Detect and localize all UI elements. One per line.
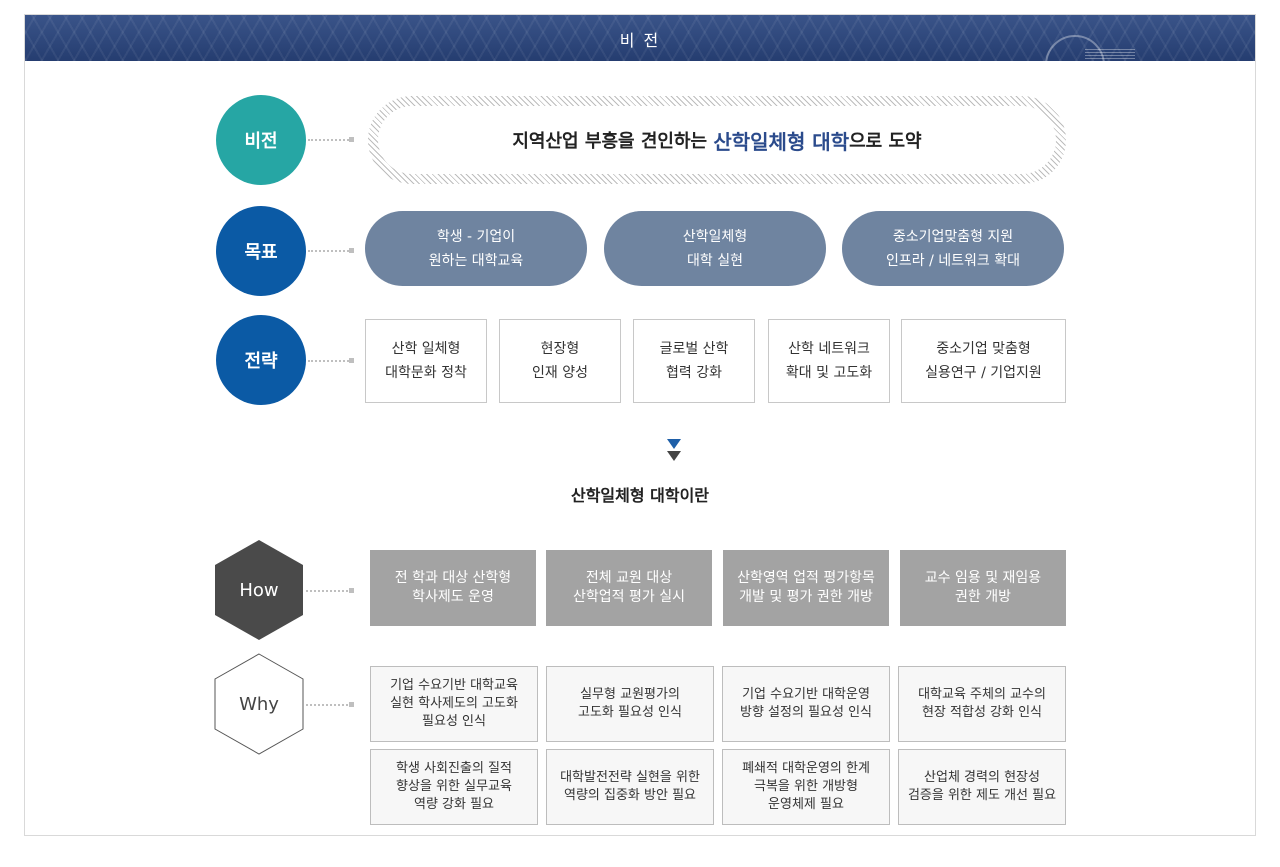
- how-line: 교수 임용 및 재임용: [924, 570, 1042, 586]
- goal-label-circle: 목표: [216, 206, 306, 296]
- panel-header: 비 전: [25, 15, 1255, 61]
- why-item: 학생 사회진출의 질적 향상을 위한 실무교육 역량 강화 필요: [370, 749, 538, 825]
- why-item: 산업체 경력의 현장성 검증을 위한 제도 개선 필요: [898, 749, 1066, 825]
- strategy-item: 중소기업 맞춤형 실용연구 / 기업지원: [901, 319, 1066, 403]
- strategy-line: 대학문화 정착: [385, 365, 467, 381]
- why-item: 기업 수요기반 대학교육 실현 학사제도의 고도화 필요성 인식: [370, 666, 538, 742]
- why-item: 기업 수요기반 대학운영 방향 설정의 필요성 인식: [722, 666, 890, 742]
- header-decoration-lines: [1085, 49, 1135, 61]
- how-item: 전 학과 대상 산학형 학사제도 운영: [370, 550, 536, 626]
- strategy-line: 협력 강화: [666, 365, 722, 381]
- why-line: 검증을 위한 제도 개선 필요: [907, 788, 1057, 803]
- goal-item: 중소기업맞춤형 지원 인프라 / 네트워크 확대: [842, 211, 1064, 286]
- vision-text-highlight: 산학일체형 대학: [713, 129, 850, 154]
- why-label: Why: [239, 693, 279, 715]
- connector-end: [349, 358, 354, 363]
- goal-item: 학생 - 기업이 원하는 대학교육: [365, 211, 587, 286]
- why-line: 향상을 위한 실무교육: [396, 779, 512, 794]
- vision-label-circle: 비전: [216, 95, 306, 185]
- why-line: 실현 학사제도의 고도화: [390, 696, 518, 711]
- strategy-line: 글로벌 산학: [659, 341, 729, 357]
- panel-title: 비 전: [619, 31, 661, 50]
- strategy-item: 현장형 인재 양성: [499, 319, 621, 403]
- why-line: 폐쇄적 대학운영의 한계: [742, 761, 870, 776]
- why-line: 기업 수요기반 대학교육: [390, 678, 518, 693]
- goal-line: 학생 - 기업이: [436, 228, 516, 245]
- why-label-hexagon: Why: [214, 653, 304, 755]
- connector-dots: [308, 139, 352, 141]
- why-item: 대학발전전략 실현을 위한 역량의 집중화 방안 필요: [546, 749, 714, 825]
- why-line: 고도화 필요성 인식: [578, 705, 682, 720]
- goal-line: 중소기업맞춤형 지원: [892, 228, 1014, 245]
- how-line: 학사제도 운영: [412, 589, 494, 605]
- why-line: 학생 사회진출의 질적: [396, 761, 512, 776]
- connector-end: [349, 588, 354, 593]
- how-item: 전체 교원 대상 산학업적 평가 실시: [546, 550, 712, 626]
- strategy-line: 산학 네트워크: [788, 341, 870, 357]
- why-line: 산업체 경력의 현장성: [924, 770, 1040, 785]
- vision-statement-box: 지역산업 부흥을 견인하는 산학일체형 대학 으로 도약: [368, 96, 1066, 184]
- goal-item: 산학일체형 대학 실현: [604, 211, 826, 286]
- connector-dots: [306, 590, 352, 592]
- connector-end: [349, 702, 354, 707]
- why-line: 실무형 교원평가의: [580, 687, 680, 702]
- why-line: 기업 수요기반 대학운영: [742, 687, 870, 702]
- why-item: 폐쇄적 대학운영의 한계 극복을 위한 개방형 운영체제 필요: [722, 749, 890, 825]
- goal-line: 대학 실현: [687, 252, 743, 269]
- how-line: 권한 개방: [955, 589, 1011, 605]
- why-item: 대학교육 주체의 교수의 현장 적합성 강화 인식: [898, 666, 1066, 742]
- how-label: How: [239, 579, 279, 601]
- goal-line: 산학일체형: [682, 228, 748, 245]
- why-line: 역량의 집중화 방안 필요: [564, 788, 696, 803]
- section-subtitle: 산학일체형 대학이란: [570, 486, 710, 505]
- how-item: 교수 임용 및 재임용 권한 개방: [900, 550, 1066, 626]
- why-line: 방향 설정의 필요성 인식: [740, 705, 872, 720]
- connector-end: [349, 137, 354, 142]
- why-line: 극복을 위한 개방형: [754, 779, 858, 794]
- vision-label: 비전: [244, 131, 278, 152]
- how-line: 전체 교원 대상: [585, 570, 673, 586]
- why-item: 실무형 교원평가의 고도화 필요성 인식: [546, 666, 714, 742]
- how-line: 개발 및 평가 권한 개방: [739, 589, 873, 605]
- strategy-item: 글로벌 산학 협력 강화: [633, 319, 755, 403]
- strategy-label: 전략: [244, 351, 278, 372]
- goal-line: 인프라 / 네트워크 확대: [886, 252, 1020, 269]
- connector-dots: [308, 360, 352, 362]
- why-line: 역량 강화 필요: [413, 797, 495, 812]
- how-item: 산학영역 업적 평가항목 개발 및 평가 권한 개방: [723, 550, 889, 626]
- connector-end: [349, 248, 354, 253]
- strategy-line: 산학 일체형: [391, 341, 461, 357]
- strategy-item: 산학 일체형 대학문화 정착: [365, 319, 487, 403]
- strategy-line: 중소기업 맞춤형: [936, 341, 1031, 357]
- why-line: 운영체제 필요: [768, 797, 844, 812]
- how-label-hexagon: How: [214, 539, 304, 641]
- goal-label: 목표: [244, 242, 278, 263]
- strategy-label-circle: 전략: [216, 315, 306, 405]
- how-line: 산학영역 업적 평가항목: [737, 570, 875, 586]
- how-line: 산학업적 평가 실시: [573, 589, 685, 605]
- strategy-line: 실용연구 / 기업지원: [925, 365, 1042, 381]
- why-line: 대학발전전략 실현을 위한: [560, 770, 700, 785]
- goal-line: 원하는 대학교육: [428, 252, 524, 269]
- why-line: 필요성 인식: [422, 714, 486, 729]
- connector-dots: [306, 704, 352, 706]
- why-line: 현장 적합성 강화 인식: [921, 705, 1043, 720]
- strategy-line: 현장형: [540, 341, 580, 357]
- strategy-line: 확대 및 고도화: [785, 365, 873, 381]
- connector-dots: [308, 250, 352, 252]
- vision-text-before: 지역산업 부흥을 견인하는: [512, 131, 714, 152]
- vision-statement: 지역산업 부흥을 견인하는 산학일체형 대학 으로 도약: [378, 106, 1056, 174]
- strategy-item: 산학 네트워크 확대 및 고도화: [768, 319, 890, 403]
- down-arrow-icon: [667, 439, 681, 449]
- down-arrow-icon: [667, 451, 681, 461]
- why-line: 대학교육 주체의 교수의: [918, 687, 1046, 702]
- strategy-line: 인재 양성: [532, 365, 588, 381]
- vision-text-after: 으로 도약: [849, 131, 922, 152]
- how-line: 전 학과 대상 산학형: [394, 570, 512, 586]
